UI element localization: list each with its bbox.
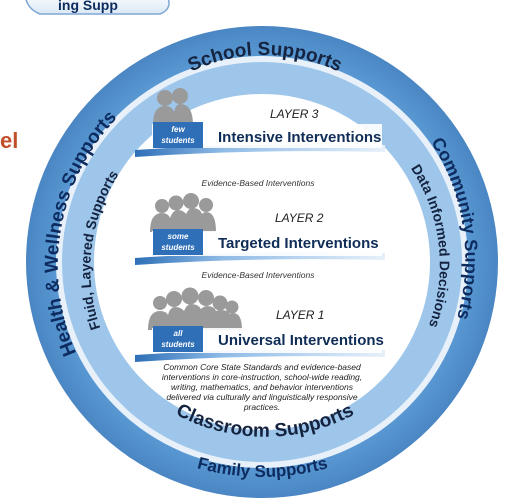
layer-1: all students LAYER 1 Universal Intervent… <box>135 287 385 362</box>
layer-2-note: Evidence-Based Interventions <box>202 270 316 280</box>
layer-1-description: Common Core State Standards and evidence… <box>162 362 362 412</box>
layer-3-tag <box>153 122 203 148</box>
layer-2-tag-bottom: students <box>161 243 195 252</box>
layer-2-tag <box>153 229 203 255</box>
description-line-2: interventions in core-instruction, schoo… <box>162 372 362 382</box>
top-banner-text: ing Supp <box>58 0 118 13</box>
layer-3-tag-top: few <box>171 125 185 134</box>
side-title-fragment: el <box>0 128 18 153</box>
layer-1-tag-top: all <box>174 329 184 338</box>
top-banner: ing Supp <box>25 0 170 15</box>
students-silhouette-icon <box>148 287 242 330</box>
layer-1-caption: LAYER 1 <box>276 308 324 322</box>
layer-1-tag-bottom: students <box>161 340 195 349</box>
layer-3-title: Intensive Interventions <box>218 129 381 146</box>
students-silhouette-icon <box>153 88 193 125</box>
layer-2: some students LAYER 2 Targeted Intervent… <box>135 193 385 280</box>
layer-3-tag-bottom: students <box>161 136 195 145</box>
layer-3: few students LAYER 3 Intensive Intervent… <box>135 88 385 188</box>
description-line-4: delivered via culturally and linguistica… <box>166 392 358 402</box>
layer-1-title: Universal Interventions <box>218 332 384 349</box>
layer-3-note: Evidence-Based Interventions <box>202 178 316 188</box>
description-line-3: writing, mathematics, and behavior inter… <box>171 382 354 392</box>
description-line-1: Common Core State Standards and evidence… <box>163 362 361 372</box>
layer-2-tag-top: some <box>168 232 189 241</box>
layer-1-tag <box>153 326 203 352</box>
layer-2-title: Targeted Interventions <box>218 235 379 252</box>
students-silhouette-icon <box>150 193 216 232</box>
description-line-5: practices. <box>243 402 280 412</box>
layer-3-caption: LAYER 3 <box>270 107 319 121</box>
layer-2-caption: LAYER 2 <box>275 211 324 225</box>
